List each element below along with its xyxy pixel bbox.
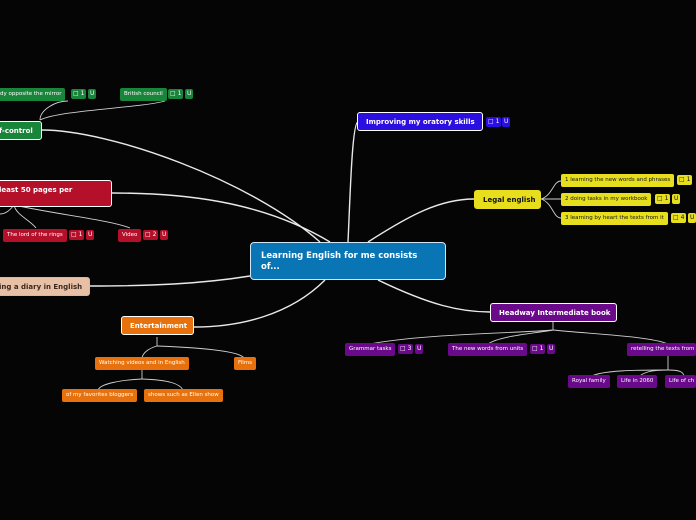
comment-badge[interactable]: □ 1: [486, 117, 502, 127]
comment-icon: □: [673, 214, 679, 221]
subtopic-life-of-ch[interactable]: Life of ch: [665, 375, 696, 388]
comment-count: 1: [78, 231, 83, 238]
subtopic-grammar-tasks[interactable]: Grammar tasks: [345, 343, 396, 356]
topic-oratory[interactable]: Improving my oratory skills: [357, 112, 483, 131]
comment-count: 1: [495, 118, 500, 125]
attachment-badge[interactable]: U: [160, 230, 169, 240]
link-oratory: [347, 121, 359, 243]
comment-badge[interactable]: □ 3: [398, 344, 414, 354]
subtopic-lord-of-the-rings[interactable]: The lord of the rings: [3, 229, 67, 242]
attachment-badge[interactable]: U: [688, 213, 696, 223]
comment-badge[interactable]: □ 1: [69, 230, 85, 240]
subtopic-watching-videos[interactable]: Watching videos and in English: [95, 357, 189, 370]
subtopic-new-words-phrases[interactable]: 1 learning the new words and phrases: [561, 174, 675, 187]
subtopic-films[interactable]: Films: [234, 357, 257, 370]
comment-icon: □: [73, 90, 79, 97]
topic-headway[interactable]: Headway Intermediate book: [490, 303, 617, 322]
attachment-badge[interactable]: U: [415, 344, 424, 354]
attachment-badge[interactable]: U: [502, 117, 511, 127]
comment-badge[interactable]: □ 2: [143, 230, 159, 240]
comment-count: 1: [686, 176, 691, 183]
link-diary: [89, 275, 251, 287]
comment-count: 1: [539, 345, 544, 352]
subtopic-learning-by-heart[interactable]: 3 learning by heart the texts from it: [561, 212, 668, 225]
topic-entertainment[interactable]: Entertainment: [121, 316, 194, 335]
attachment-badge[interactable]: U: [86, 230, 95, 240]
topic-reading[interactable]: least 50 pages per: [0, 180, 112, 207]
comment-icon: □: [532, 345, 538, 352]
link-entertainment: [193, 279, 326, 328]
subtopic-mirror[interactable]: dy opposite the mirror: [0, 88, 66, 101]
topic-self-control[interactable]: f-control: [0, 121, 42, 140]
comment-count: 1: [80, 90, 85, 97]
subtopic-british-council[interactable]: British council: [120, 88, 167, 101]
comment-icon: □: [679, 176, 685, 183]
attachment-badge[interactable]: U: [672, 194, 681, 204]
subtopic-retelling[interactable]: retelling the texts from: [627, 343, 696, 356]
topic-legal-english[interactable]: Legal english: [474, 190, 541, 209]
comment-count: 4: [680, 214, 685, 221]
comment-icon: □: [71, 231, 77, 238]
subtopic-bloggers[interactable]: of my favorites bloggers: [62, 389, 138, 402]
comment-count: 1: [177, 90, 182, 97]
attachment-badge[interactable]: U: [185, 89, 194, 99]
subtopic-ellen-show[interactable]: shows such as Ellen show: [144, 389, 223, 402]
attachment-badge[interactable]: U: [88, 89, 97, 99]
subtopic-new-words-units[interactable]: The new words from units: [448, 343, 528, 356]
comment-icon: □: [657, 195, 663, 202]
subtopic-workbook-tasks[interactable]: 2 doing tasks in my workbook: [561, 193, 652, 206]
link-self-control: [41, 129, 321, 243]
attachment-badge[interactable]: U: [547, 344, 556, 354]
link-legal: [367, 198, 475, 243]
comment-badge[interactable]: □ 1: [71, 89, 87, 99]
comment-count: 1: [664, 195, 669, 202]
link-reading: [111, 192, 331, 243]
subtopic-video[interactable]: Video: [118, 229, 142, 242]
comment-icon: □: [488, 118, 494, 125]
comment-icon: □: [400, 345, 406, 352]
comment-badge[interactable]: □ 1: [168, 89, 184, 99]
topic-diary[interactable]: ing a diary in English: [0, 277, 90, 296]
central-topic[interactable]: Learning English for me consists of...: [250, 242, 446, 280]
comment-badge[interactable]: □ 1: [655, 194, 671, 204]
comment-badge[interactable]: □ 1: [530, 344, 546, 354]
comment-badge[interactable]: □ 1: [677, 175, 693, 185]
subtopic-life-in-2060[interactable]: Life in 2060: [617, 375, 658, 388]
comment-badge[interactable]: □ 4: [671, 213, 687, 223]
comment-count: 3: [407, 345, 412, 352]
comment-count: 2: [152, 231, 157, 238]
link-headway: [377, 279, 491, 313]
subtopic-royal-family[interactable]: Royal family: [568, 375, 610, 388]
comment-icon: □: [170, 90, 176, 97]
comment-icon: □: [145, 231, 151, 238]
